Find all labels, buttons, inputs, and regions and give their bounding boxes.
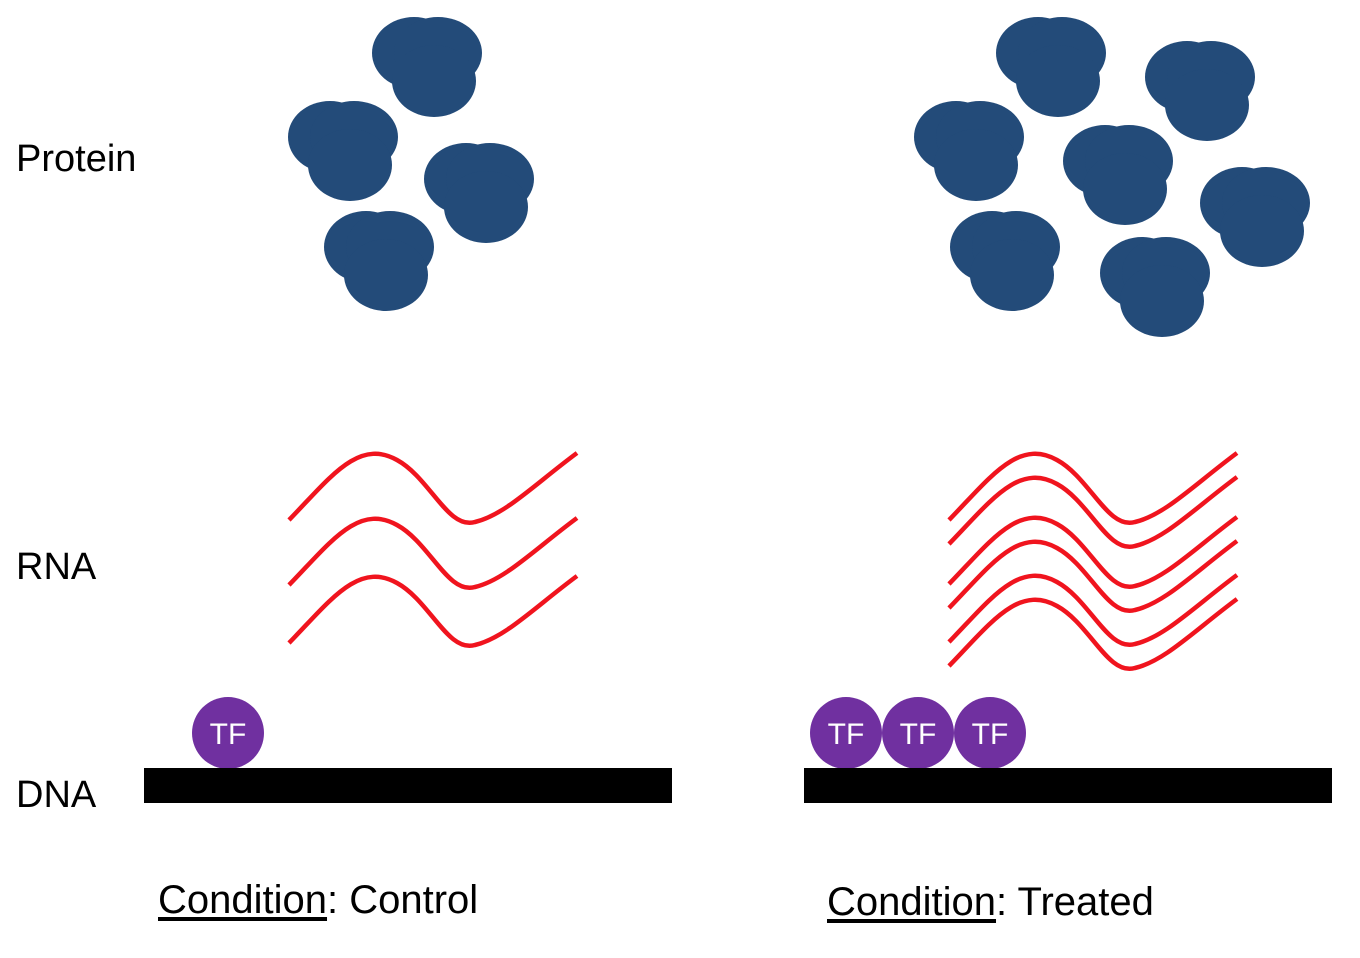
row-label-protein: Protein <box>16 138 137 180</box>
protein-icon <box>1100 237 1210 337</box>
condition-value: : Treated <box>996 880 1154 924</box>
condition-label: Condition <box>158 878 328 922</box>
panel-control: TF <box>144 17 672 803</box>
row-label-rna: RNA <box>16 546 97 588</box>
rna-strand <box>287 574 579 649</box>
row-label-dna: DNA <box>16 774 97 816</box>
protein-icon <box>288 101 398 201</box>
rna-strand <box>287 451 579 526</box>
protein-group-control <box>288 17 534 311</box>
protein-icon <box>1200 167 1310 267</box>
condition-value: : Control <box>327 878 479 922</box>
caption-treated: Condition: Treated <box>827 882 1154 922</box>
rna-strand <box>287 516 579 591</box>
condition-label: Condition <box>827 880 997 924</box>
protein-icon <box>1145 41 1255 141</box>
protein-icon <box>950 211 1060 311</box>
caption-control: Condition: Control <box>158 880 478 920</box>
protein-icon <box>914 101 1024 201</box>
protein-icon <box>372 17 482 117</box>
svg-text:TF: TF <box>972 718 1009 751</box>
tf-circle: TF <box>810 697 882 769</box>
tf-group-treated: TF TF TF <box>810 697 1026 769</box>
tf-circle: TF <box>954 697 1026 769</box>
svg-text:TF: TF <box>900 718 937 751</box>
protein-icon <box>324 211 434 311</box>
protein-group-treated <box>914 17 1310 337</box>
svg-text:TF: TF <box>210 718 247 751</box>
tf-circle: TF <box>192 697 264 769</box>
tf-group-control: TF <box>192 697 264 769</box>
rna-strand <box>947 597 1239 672</box>
rna-strand <box>947 451 1239 526</box>
protein-icon <box>424 143 534 243</box>
svg-text:TF: TF <box>828 718 865 751</box>
rna-group-control <box>287 451 579 649</box>
dna-bar-control <box>144 768 672 803</box>
rna-group-treated <box>947 451 1239 672</box>
dna-bar-treated <box>804 768 1332 803</box>
rna-strand <box>947 475 1239 550</box>
rna-strand <box>947 573 1239 648</box>
rna-strand <box>947 539 1239 614</box>
panel-treated: TF TF TF <box>804 17 1332 803</box>
protein-icon <box>996 17 1106 117</box>
tf-circle: TF <box>882 697 954 769</box>
rna-strand <box>947 515 1239 590</box>
protein-icon <box>1063 125 1173 225</box>
